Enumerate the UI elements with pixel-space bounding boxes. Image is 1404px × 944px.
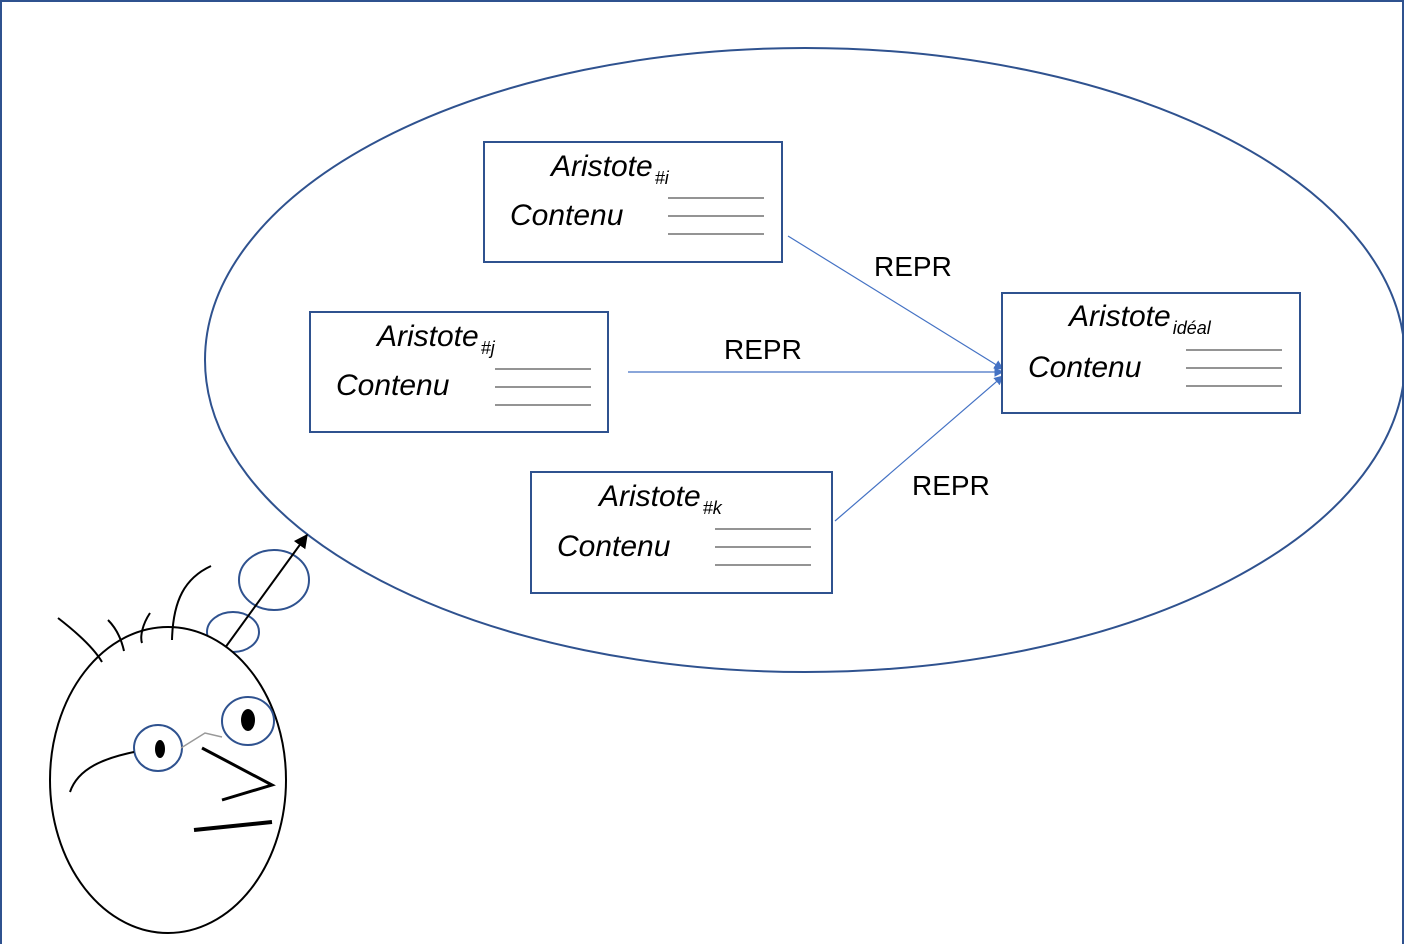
- thinker-face: [49, 565, 287, 934]
- box-title: Aristote: [375, 320, 479, 353]
- box-subscript: idéal: [1173, 318, 1212, 338]
- repr-label-k: REPR: [912, 470, 990, 501]
- box-subscript: #j: [481, 338, 496, 358]
- box-title: Aristote: [549, 150, 653, 183]
- thought-arrow: [221, 533, 308, 653]
- content-lines: [668, 197, 764, 235]
- box-title: Aristote: [1067, 300, 1171, 333]
- box-subscript: #i: [655, 168, 670, 188]
- box-content: Contenu: [1028, 351, 1142, 384]
- box-title: Aristote: [597, 480, 701, 513]
- thought-bubble: [204, 47, 1404, 673]
- repr-label-j: REPR: [724, 334, 802, 365]
- mouth: [193, 820, 273, 832]
- glasses-bridge: [180, 732, 223, 749]
- left-pupil: [155, 740, 165, 758]
- nose: [201, 746, 276, 802]
- svg-text:Aristote#i: Aristote#i: [549, 150, 670, 188]
- box-content: Contenu: [336, 369, 450, 402]
- glasses-temple: [69, 751, 135, 793]
- box-aristote-k: Aristote#k Contenu: [530, 471, 833, 594]
- medium-thought-bubble: [238, 549, 310, 611]
- repr-arrow-i: [787, 235, 1004, 370]
- repr-label-i: REPR: [874, 251, 952, 282]
- box-content: Contenu: [510, 199, 624, 232]
- box-aristote-j: Aristote#j Contenu: [309, 311, 609, 433]
- content-lines: [715, 528, 811, 566]
- svg-text:Aristote#j: Aristote#j: [375, 320, 496, 358]
- content-lines: [1186, 349, 1282, 387]
- repr-arrow-k: [834, 375, 1004, 522]
- box-content: Contenu: [557, 530, 671, 563]
- svg-text:Aristote#k: Aristote#k: [597, 480, 723, 518]
- box-aristote-i: Aristote#i Contenu: [483, 141, 783, 263]
- hair: [57, 565, 212, 663]
- head: [49, 626, 287, 934]
- box-subscript: #k: [703, 498, 723, 518]
- content-lines: [495, 368, 591, 406]
- right-pupil: [241, 709, 255, 731]
